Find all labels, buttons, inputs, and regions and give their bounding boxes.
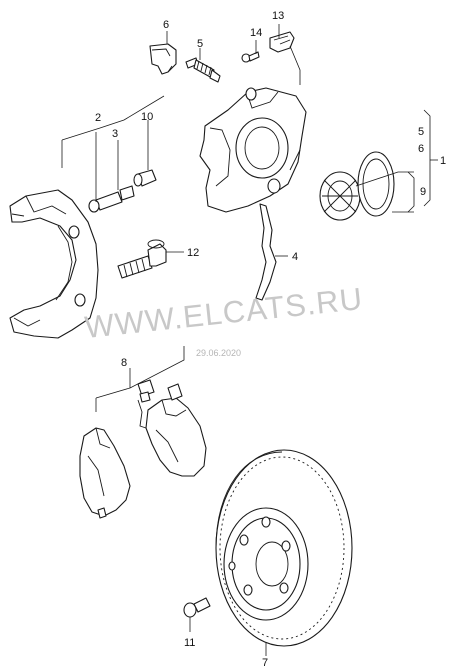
watermark-date: 29.06.2020: [196, 348, 241, 358]
callout-8: 8: [121, 357, 127, 369]
callout-3: 3: [112, 128, 118, 140]
small-bolt: [241, 51, 260, 63]
callout-1: 1: [440, 155, 446, 167]
brake-pad-outer: [79, 427, 131, 519]
callout-14: 14: [250, 27, 262, 39]
callout-5-right: 5: [418, 126, 424, 138]
caliper-carrier: [9, 189, 99, 339]
anti-rattle-spring: [255, 203, 277, 301]
wear-sensor-connector: [149, 43, 177, 75]
brake-disc: [215, 449, 353, 647]
disc-screw: [183, 597, 211, 618]
callout-13: 13: [272, 10, 284, 22]
callout-4: 4: [292, 251, 298, 263]
retaining-clip: [269, 31, 295, 53]
callout-7: 7: [262, 657, 268, 669]
piston-boot: [319, 171, 361, 221]
callout-2: 2: [95, 112, 101, 124]
piston-seal: [357, 151, 395, 217]
callout-6-right: 6: [418, 143, 424, 155]
brake-pad-inner: [145, 383, 207, 477]
watermark-text: WWW.ELCATS.RU: [83, 281, 365, 345]
callout-9: 9: [420, 186, 426, 198]
guide-pin: [88, 185, 135, 213]
callout-12: 12: [187, 247, 199, 259]
guide-pin-cap: [133, 169, 157, 187]
caliper-housing: [199, 87, 307, 213]
callout-11: 11: [184, 637, 195, 649]
pad-wear-sensor: [137, 379, 161, 433]
callout-5-top: 5: [197, 38, 203, 50]
callout-6-top: 6: [163, 19, 169, 31]
carrier-bolt: [117, 239, 167, 279]
bleeder-screw: [185, 57, 221, 83]
callout-10: 10: [141, 111, 153, 123]
